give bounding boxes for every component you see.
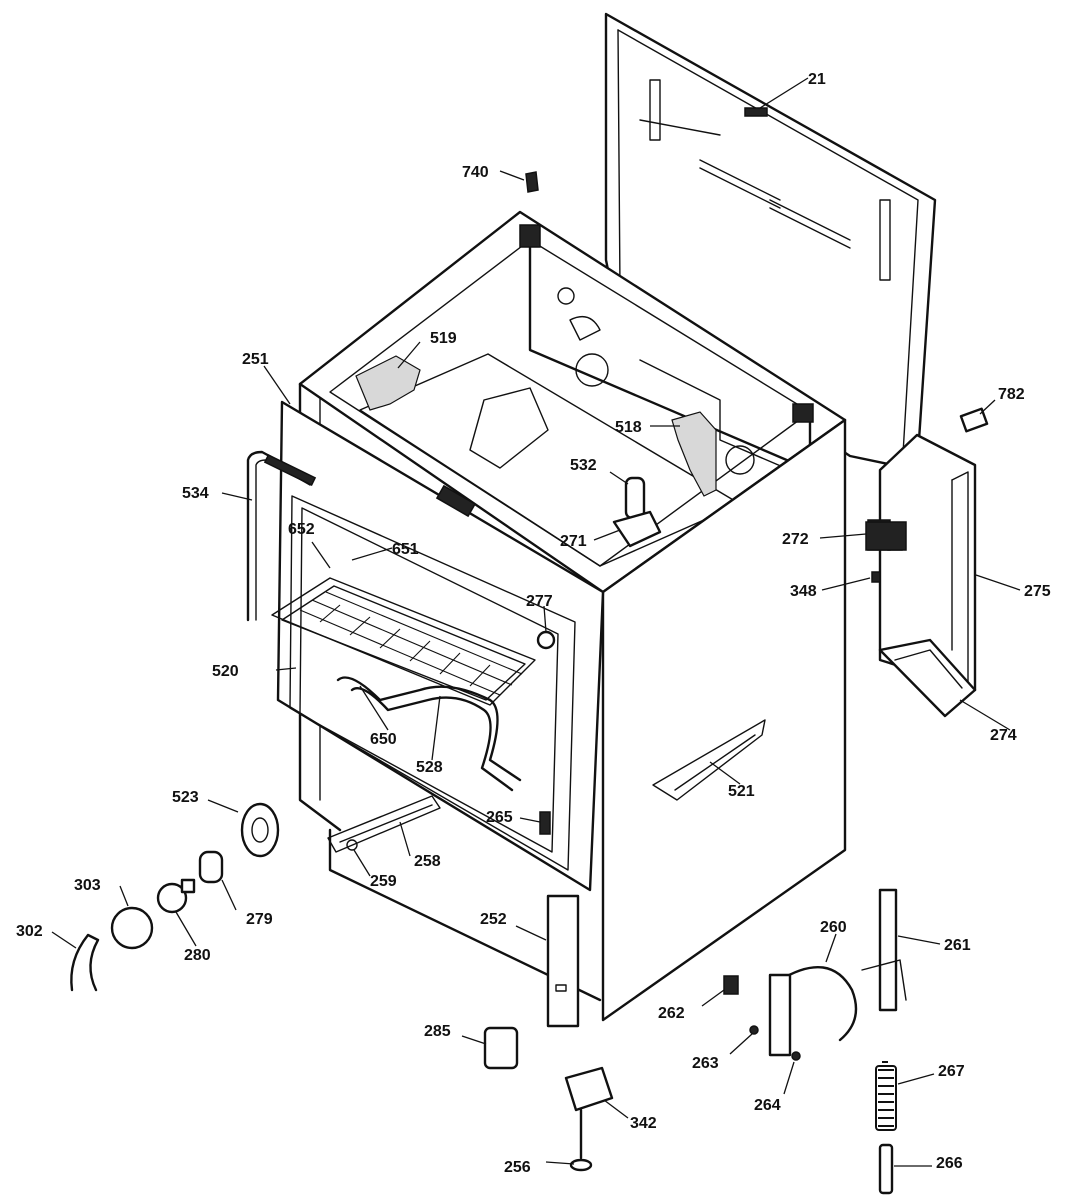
part-label-258: 258 — [414, 853, 441, 870]
part-label-264: 264 — [754, 1097, 781, 1114]
leader-lines — [51, 77, 1021, 1167]
part-label-277: 277 — [526, 593, 553, 610]
part-labels: 21 740 519 251 518 782 532 534 271 272 6… — [16, 71, 1051, 1176]
part-label-260: 260 — [820, 919, 847, 936]
part-label-348: 348 — [790, 583, 817, 600]
cabinet-drawing — [298, 210, 847, 1022]
insulation-drawing — [355, 355, 717, 497]
part-label-252: 252 — [480, 911, 507, 928]
part-label-302: 302 — [16, 923, 43, 940]
part-label-265: 265 — [486, 809, 513, 826]
part-label-272: 272 — [782, 531, 809, 548]
loose-parts-drawing — [70, 171, 989, 1195]
part-label-271: 271 — [560, 533, 587, 550]
part-label-528: 528 — [416, 759, 443, 776]
part-label-652: 652 — [288, 521, 315, 538]
part-label-518: 518 — [615, 419, 642, 436]
part-label-261: 261 — [944, 937, 971, 954]
part-label-303: 303 — [74, 877, 101, 894]
part-label-534: 534 — [182, 485, 209, 502]
part-label-251: 251 — [242, 351, 269, 368]
part-label-782: 782 — [998, 386, 1025, 403]
part-label-342: 342 — [630, 1115, 657, 1132]
part-label-532: 532 — [570, 457, 597, 474]
part-label-275: 275 — [1024, 583, 1051, 600]
part-label-256: 256 — [504, 1159, 531, 1176]
part-label-650: 650 — [370, 731, 397, 748]
part-label-521: 521 — [728, 783, 755, 800]
part-label-740: 740 — [462, 164, 489, 181]
part-label-21: 21 — [808, 71, 826, 88]
part-label-267: 267 — [938, 1063, 965, 1080]
oven-front-frame-drawing — [276, 400, 605, 892]
part-label-285: 285 — [424, 1023, 451, 1040]
part-label-263: 263 — [692, 1055, 719, 1072]
side-compartment-drawing — [867, 433, 977, 718]
part-label-274: 274 — [990, 727, 1017, 744]
part-label-651: 651 — [392, 541, 419, 558]
top-panel-drawing — [604, 12, 937, 472]
part-label-259: 259 — [370, 873, 397, 890]
part-label-280: 280 — [184, 947, 211, 964]
door-gasket-drawing — [246, 450, 317, 622]
part-label-262: 262 — [658, 1005, 685, 1022]
oven-rack-drawing — [271, 577, 536, 792]
part-label-520: 520 — [212, 663, 239, 680]
part-label-523: 523 — [172, 789, 199, 806]
part-label-519: 519 — [430, 330, 457, 347]
part-label-266: 266 — [936, 1155, 963, 1172]
part-label-279: 279 — [246, 911, 273, 928]
